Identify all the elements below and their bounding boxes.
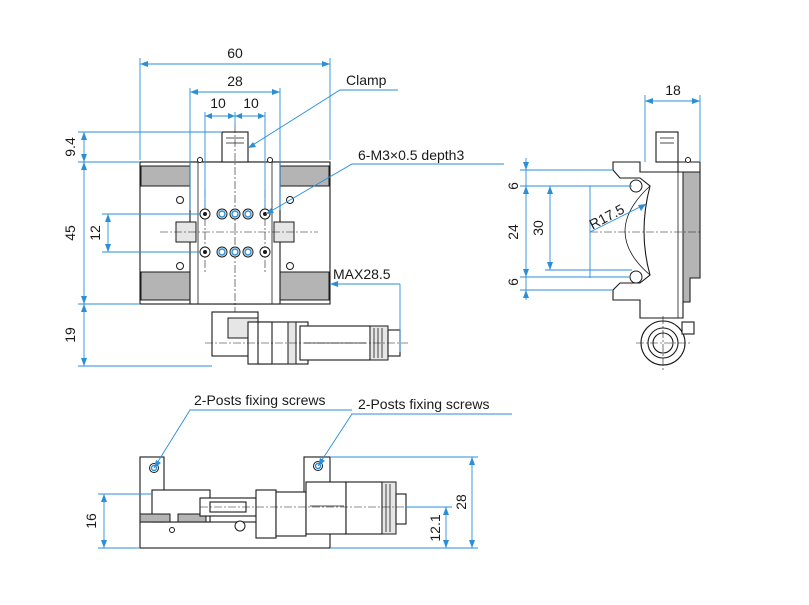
left-rail-bottom xyxy=(140,271,191,301)
side-dim-radius: R17.5 xyxy=(586,201,627,233)
dim-travel: MAX28.5 xyxy=(333,266,391,282)
side-clamp-knob xyxy=(655,131,679,163)
side-dim-hole-span: 24 xyxy=(505,224,521,240)
side-dim-width: 18 xyxy=(665,82,681,98)
side-dim-lower: 6 xyxy=(505,278,521,286)
micrometer xyxy=(205,311,408,365)
right-rail-bottom xyxy=(279,271,330,301)
dim-micrometer-height: 19 xyxy=(62,327,78,343)
front-micrometer xyxy=(200,481,412,539)
tapped-hole-row-2 xyxy=(199,246,271,258)
right-rail-top xyxy=(279,165,330,187)
dim-hole-left: 10 xyxy=(210,95,226,111)
left-rail-top xyxy=(140,165,191,187)
side-dim-arc-span: 30 xyxy=(530,220,546,236)
callout-posts-left: 2-Posts fixing screws xyxy=(194,392,325,408)
dim-hole-offset: 12 xyxy=(87,225,103,241)
dim-clamp-height: 9.4 xyxy=(62,137,78,157)
dim-overall-width: 60 xyxy=(227,45,243,61)
callout-clamp: Clamp xyxy=(346,72,387,88)
dim-body-height: 45 xyxy=(62,225,78,241)
front-view: 2-Posts fixing screws 2-Posts fixing scr… xyxy=(83,392,512,549)
side-dim-upper: 6 xyxy=(505,182,521,190)
dim-hole-right: 10 xyxy=(243,95,259,111)
callout-tapped-holes: 6-M3×0.5 depth3 xyxy=(358,147,464,163)
tapped-hole-row-1 xyxy=(199,208,271,220)
front-dim-height-right: 28 xyxy=(453,494,469,510)
front-dim-height-left: 16 xyxy=(83,513,99,529)
side-view: 18 6 24 6 30 R17.5 xyxy=(505,82,701,370)
front-dim-center-height: 12.1 xyxy=(427,514,443,541)
dim-mount-span: 28 xyxy=(227,73,243,89)
top-view: 60 28 10 10 9.4 45 19 xyxy=(62,45,504,367)
callout-posts-right: 2-Posts fixing screws xyxy=(358,396,489,412)
